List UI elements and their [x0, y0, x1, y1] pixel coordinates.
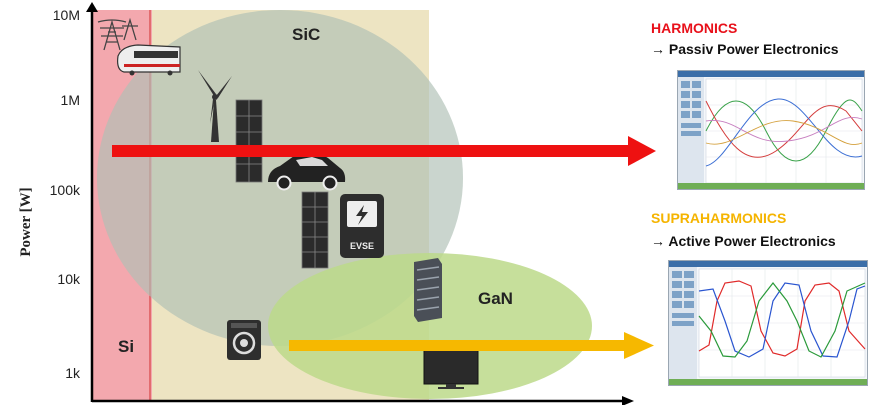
y-axis-arrow	[86, 2, 98, 12]
television-icon	[423, 349, 479, 389]
solar-panel-icon	[235, 99, 263, 183]
region-label-sic: SiC	[292, 25, 320, 44]
supraharmonics-analyzer-screen	[668, 260, 868, 386]
electric-car-icon	[268, 153, 346, 191]
wind-turbine-icon	[198, 70, 232, 142]
y-tick-label: 10k	[57, 271, 81, 287]
y-tick-label: 10M	[53, 7, 80, 23]
supraharmonics-subtitle: → Active Power Electronics	[651, 233, 836, 249]
harmonics-arrow	[112, 136, 656, 166]
x-axis-arrow	[622, 396, 634, 405]
supraharmonics-arrow	[289, 332, 654, 359]
harmonics-title: HARMONICS	[651, 20, 738, 36]
region-label-gan: GaN	[478, 289, 513, 308]
harmonics-subtitle: → Passiv Power Electronics	[651, 41, 839, 57]
solar-panel-icon	[301, 191, 329, 269]
harmonics-analyzer-screen	[677, 70, 865, 190]
supraharmonics-title: SUPRAHARMONICS	[651, 210, 787, 226]
y-axis-title: Power [W]	[18, 187, 34, 256]
y-tick-label: 1M	[61, 92, 80, 108]
train-icon	[117, 44, 181, 76]
washing-machine-icon	[227, 320, 261, 360]
power-grid-pylon-icon	[97, 17, 138, 51]
y-tick-label: 100k	[50, 182, 81, 198]
server-rack-icon	[414, 258, 442, 322]
y-tick-label: 1k	[65, 365, 81, 381]
gan-ellipse	[268, 253, 592, 399]
ev-charger-icon: EVSE	[340, 194, 384, 258]
ev-charger-label: EVSE	[350, 241, 374, 251]
region-label-si: Si	[118, 337, 134, 356]
